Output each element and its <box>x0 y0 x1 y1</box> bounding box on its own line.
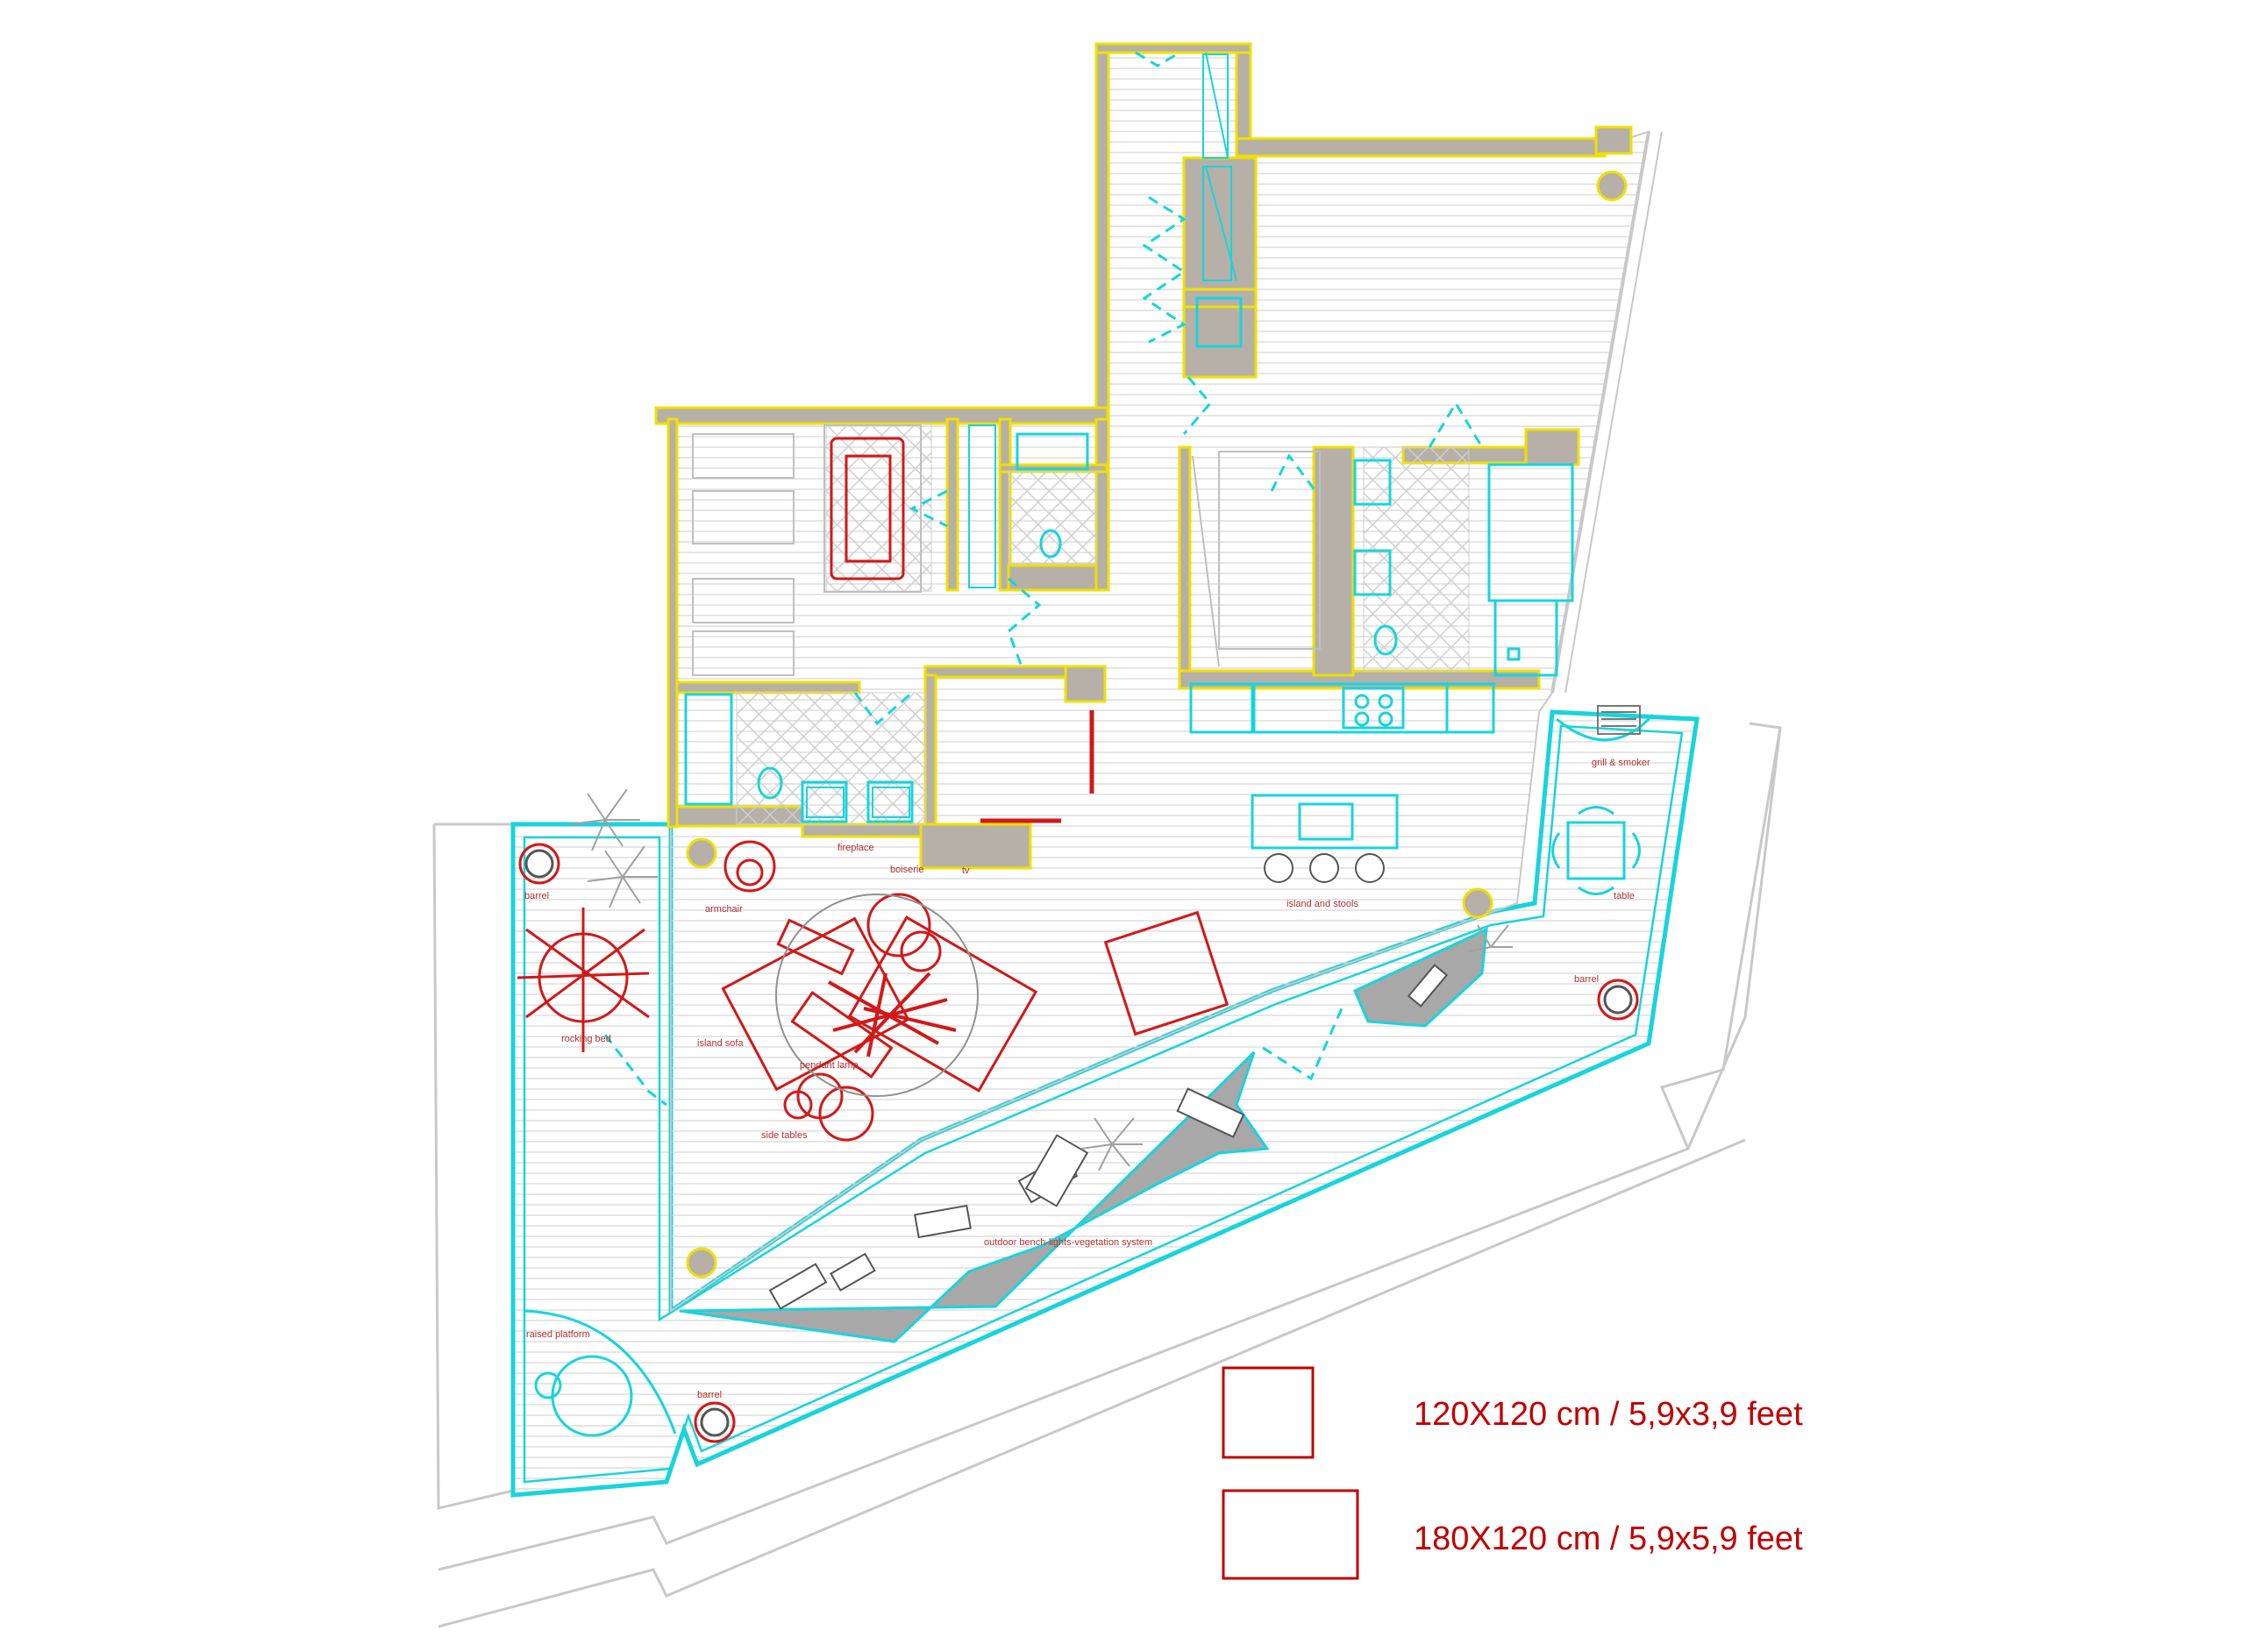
label-fireplace: fireplace <box>837 843 874 853</box>
label-armchair: armchair <box>705 904 743 915</box>
label-raised-platform: raised platform <box>526 1329 590 1340</box>
rug <box>775 894 979 1097</box>
bedroom-sofa <box>830 437 905 580</box>
armchair <box>723 840 776 893</box>
pendant-lamp <box>828 972 957 1057</box>
red-furniture <box>517 437 1229 1142</box>
legend-text-180x120: 180X120 cm / 5,9x5,9 feet <box>1414 1520 1803 1557</box>
legend-swatch-180x120 <box>1222 1489 1359 1580</box>
label-barrel-right: barrel <box>1574 974 1599 985</box>
legend-text-120x120: 120X120 cm / 5,9x3,9 feet <box>1414 1396 1803 1433</box>
plant-icon <box>1468 924 1513 952</box>
label-tv: tv <box>962 865 970 876</box>
columns <box>686 170 1628 1278</box>
dining-chairs <box>1551 806 1641 895</box>
column-icon <box>686 837 717 869</box>
barrel-icon <box>694 1401 736 1443</box>
benches <box>768 964 1449 1310</box>
room-labels: fireplace boiserie tv armchair island an… <box>524 758 1650 1400</box>
label-island-and-stools: island and stools <box>1286 899 1358 909</box>
rocking-bed <box>517 908 650 1052</box>
barrels <box>518 843 1639 1443</box>
label-side-tables: side tables <box>761 1130 808 1141</box>
label-boiserie: boiserie <box>890 865 924 875</box>
toilet-icon <box>1373 624 1398 656</box>
label-table: table <box>1614 891 1635 901</box>
label-outdoor-bench: outdoor bench-lights-vegetation system <box>984 1237 1152 1248</box>
column-icon <box>1462 887 1493 919</box>
toilet-icon <box>757 766 783 800</box>
grill-icon <box>1597 705 1641 735</box>
ottoman <box>1103 910 1229 1036</box>
label-island-sofa: island sofa <box>697 1038 744 1049</box>
label-pendant-lamp: pendant lamp <box>800 1060 859 1071</box>
label-barrel-left: barrel <box>524 891 549 901</box>
planters <box>679 927 1488 1343</box>
column-icon <box>1596 170 1628 202</box>
island-sofa <box>721 915 1038 1093</box>
grey-furniture <box>692 424 1321 676</box>
door-swings <box>603 51 1484 1107</box>
legend: 120X120 cm / 5,9x3,9 feet 180X120 cm / 5… <box>1222 1366 1803 1580</box>
fixtures <box>524 52 1655 1437</box>
label-barrel-bottom: barrel <box>697 1390 722 1400</box>
legend-swatch-120x120 <box>1222 1366 1315 1459</box>
plants <box>569 788 1513 1171</box>
plant-icon <box>1080 1117 1143 1171</box>
toilet-icon <box>1039 529 1062 559</box>
plant-icon <box>569 788 658 908</box>
side-table <box>818 1086 874 1142</box>
barrel-icon <box>1597 979 1639 1021</box>
label-rocking-bed: rocking bed <box>561 1034 611 1044</box>
stools <box>1264 853 1385 883</box>
column-icon <box>686 1247 717 1278</box>
barrel-icon <box>518 843 560 885</box>
label-grill-and-smoker: grill & smoker <box>1592 758 1650 768</box>
